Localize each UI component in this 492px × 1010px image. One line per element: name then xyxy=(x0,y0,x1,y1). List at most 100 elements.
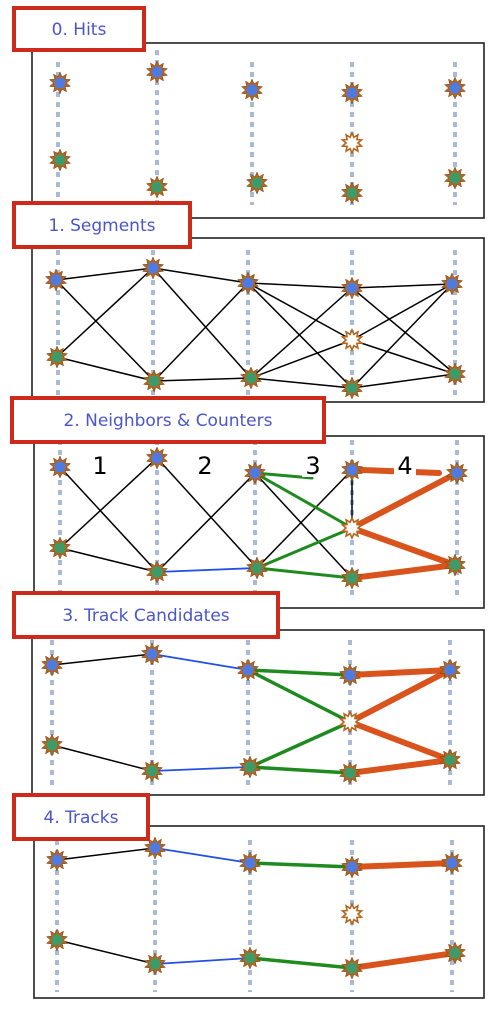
segment-line xyxy=(154,957,251,965)
segment-line xyxy=(349,470,460,531)
panel-title: 4. Tracks xyxy=(44,808,119,828)
panel-title-box xyxy=(12,591,280,639)
hit-icon xyxy=(140,759,164,783)
segment-line xyxy=(247,282,353,289)
hit-icon xyxy=(338,761,362,785)
hit-dot xyxy=(346,382,358,394)
hit-dot xyxy=(245,372,257,384)
segment-line xyxy=(55,279,155,382)
hit-dot xyxy=(146,765,158,777)
hit-dot xyxy=(346,464,358,476)
segment-line xyxy=(56,939,156,965)
segment-line xyxy=(248,956,354,970)
segment-line xyxy=(250,287,353,379)
hit-dot xyxy=(148,375,160,387)
hit-icon xyxy=(44,268,68,292)
segment-line xyxy=(248,765,352,775)
hit-icon xyxy=(45,928,69,952)
hit-icon xyxy=(48,71,72,95)
hit-icon xyxy=(240,78,264,102)
segment-line xyxy=(152,267,249,284)
segment-line xyxy=(156,472,256,573)
hit-icon xyxy=(238,851,262,875)
hit-dot xyxy=(444,754,456,766)
segment-line xyxy=(59,466,158,573)
panel-0: 0. Hits xyxy=(12,6,485,219)
hit-icon xyxy=(143,952,167,976)
hit-icon xyxy=(340,276,364,300)
hit-dot xyxy=(242,277,254,289)
hit-dot xyxy=(244,857,256,869)
hit-dot xyxy=(449,947,461,959)
hit-icon xyxy=(239,366,263,390)
hit-icon xyxy=(145,60,169,84)
segment-line xyxy=(250,339,353,379)
segment-line xyxy=(351,339,456,375)
segment-line xyxy=(351,283,453,341)
segment-line xyxy=(51,744,153,772)
hit-icon xyxy=(40,653,64,677)
hollow-starburst-icon xyxy=(340,328,364,352)
hit-dot xyxy=(46,659,58,671)
hit-dot xyxy=(249,467,261,479)
segment-line xyxy=(151,766,251,772)
panel-title-box xyxy=(12,201,192,249)
hit-icon xyxy=(48,148,72,172)
hit-icon xyxy=(438,658,462,682)
empty-hit-icon xyxy=(340,516,364,540)
segment-line xyxy=(349,860,455,870)
segment-line xyxy=(351,283,453,289)
segment-line xyxy=(56,267,154,358)
counter-backdrop xyxy=(394,447,416,477)
hollow-starburst-icon xyxy=(340,131,364,155)
hit-dot xyxy=(54,154,66,166)
hit-dot xyxy=(346,861,358,873)
hit-icon xyxy=(142,369,166,393)
segment-line xyxy=(256,469,353,569)
counter-backdrop xyxy=(89,447,111,477)
hit-dot xyxy=(54,542,66,554)
empty-hit-icon xyxy=(338,710,362,734)
segment-line xyxy=(55,267,154,281)
segment-line xyxy=(255,566,354,580)
segment-line xyxy=(246,668,352,724)
segment-line xyxy=(253,471,354,530)
panel-3: 3. Track Candidates xyxy=(12,591,485,796)
hit-icon xyxy=(340,458,364,482)
hit-dot xyxy=(346,962,358,974)
hit-dot xyxy=(54,77,66,89)
hit-icon xyxy=(340,181,364,205)
neighbor-counter: 4 xyxy=(397,452,412,480)
hit-icon xyxy=(443,941,467,965)
hit-icon xyxy=(245,171,269,195)
panel-title: 1. Segments xyxy=(49,216,156,236)
hit-icon xyxy=(141,256,165,280)
hit-dot xyxy=(346,572,358,584)
hit-dot xyxy=(251,562,263,574)
hit-dot xyxy=(346,87,358,99)
hit-icon xyxy=(440,851,464,875)
hit-icon xyxy=(145,175,169,199)
hit-dot xyxy=(54,461,66,473)
hit-icon xyxy=(236,271,260,295)
hit-icon xyxy=(340,376,364,400)
hollow-starburst-icon xyxy=(338,710,362,734)
hit-icon xyxy=(438,748,462,772)
panel-title-box xyxy=(12,6,146,52)
hit-icon xyxy=(140,642,164,666)
neighbor-counter: 2 xyxy=(197,452,212,480)
hit-icon xyxy=(443,362,467,386)
hit-dot xyxy=(451,467,463,479)
segment-line xyxy=(152,267,252,379)
segment-line xyxy=(56,356,155,382)
hit-dot xyxy=(51,351,63,363)
hit-icon xyxy=(238,755,262,779)
hit-icon xyxy=(236,658,260,682)
segment-line xyxy=(349,562,458,581)
segment-line xyxy=(349,525,458,568)
hit-dot xyxy=(151,566,163,578)
segment-line xyxy=(349,950,458,971)
empty-hit-icon xyxy=(340,131,364,155)
